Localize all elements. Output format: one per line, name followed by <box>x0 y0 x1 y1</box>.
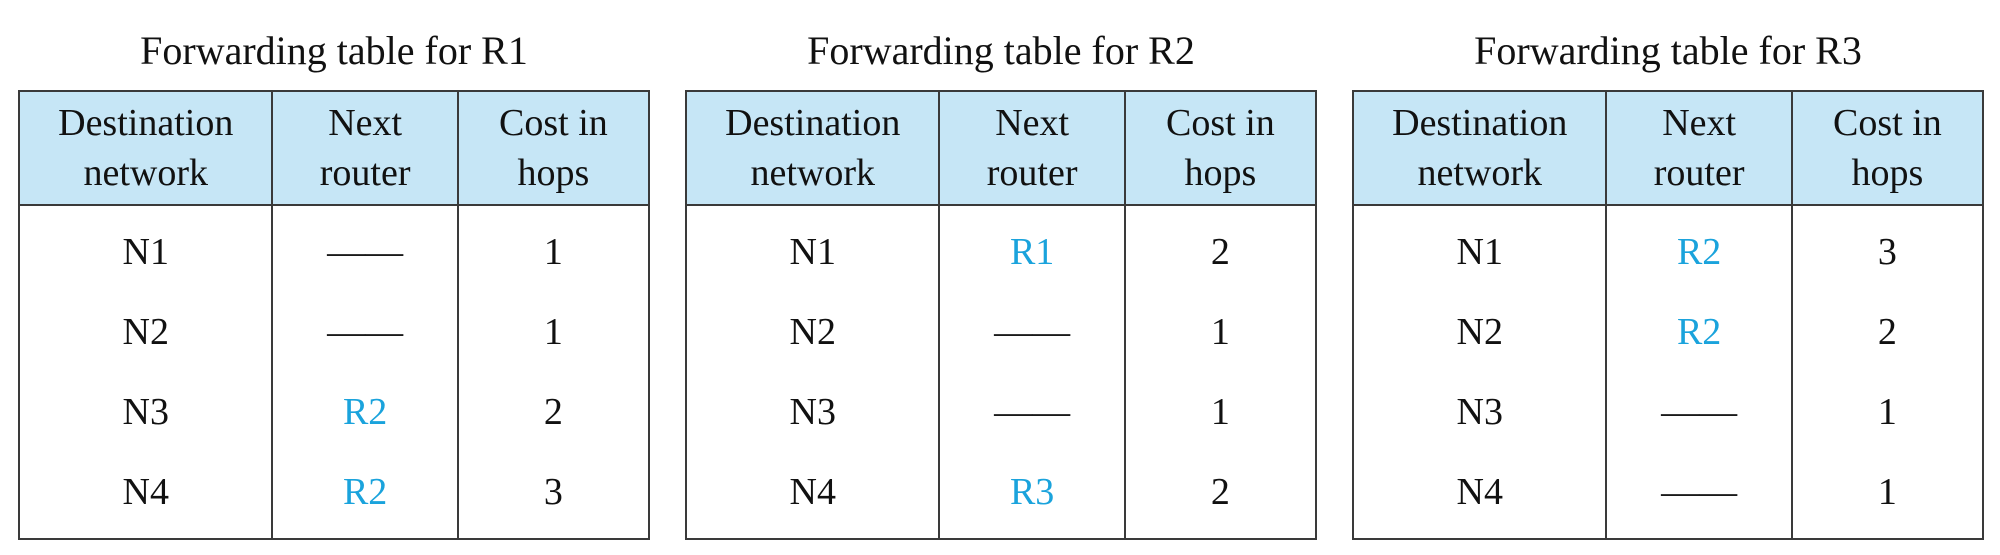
destination-cell: N3 <box>1351 372 1608 452</box>
destination-cell: N4 <box>17 452 274 540</box>
next-router-cell: R2 <box>271 452 459 540</box>
destination-cell: N1 <box>684 205 941 292</box>
destination-cell: N4 <box>1351 452 1608 540</box>
cost-cell: 1 <box>1123 372 1318 452</box>
table-row: N2——1 <box>17 292 651 372</box>
cost-cell: 2 <box>1123 205 1318 292</box>
next-router-cell: —— <box>938 372 1126 452</box>
cost-cell: 3 <box>1790 205 1985 292</box>
table-row: N4——1 <box>1351 452 1985 540</box>
table-row: N3——1 <box>684 372 1318 452</box>
next-router-cell: R1 <box>938 205 1126 292</box>
next-router-cell: —— <box>271 292 459 372</box>
table-title: Forwarding table for R3 <box>1474 27 1862 73</box>
table-title: Forwarding table for R1 <box>140 27 528 73</box>
cost-cell: 1 <box>456 205 651 292</box>
destination-cell: N3 <box>17 372 274 452</box>
next-router-cell: R3 <box>938 452 1126 540</box>
cost-cell: 2 <box>1123 452 1318 540</box>
cost-cell: 1 <box>1790 372 1985 452</box>
table-title: Forwarding table for R2 <box>807 27 1195 73</box>
destination-cell: N1 <box>17 205 274 292</box>
next-router-cell: —— <box>1605 372 1793 452</box>
destination-cell: N1 <box>1351 205 1608 292</box>
destination-cell: N2 <box>17 292 274 372</box>
next-router-cell: R2 <box>1605 205 1793 292</box>
destination-cell: N2 <box>1351 292 1608 372</box>
destination-cell: N4 <box>684 452 941 540</box>
cost-cell: 1 <box>1123 292 1318 372</box>
next-router-cell: —— <box>938 292 1126 372</box>
next-router-cell: R2 <box>271 372 459 452</box>
next-router-cell: —— <box>1605 452 1793 540</box>
table-row: N3——1 <box>1351 372 1985 452</box>
destination-cell: N3 <box>684 372 941 452</box>
table-row: N1——1 <box>17 205 651 292</box>
cost-cell: 2 <box>1790 292 1985 372</box>
destination-cell: N2 <box>684 292 941 372</box>
next-router-cell: —— <box>271 205 459 292</box>
cost-cell: 2 <box>456 372 651 452</box>
cost-cell: 1 <box>456 292 651 372</box>
cost-cell: 3 <box>456 452 651 540</box>
next-router-cell: R2 <box>1605 292 1793 372</box>
cost-cell: 1 <box>1790 452 1985 540</box>
table-row: N2——1 <box>684 292 1318 372</box>
